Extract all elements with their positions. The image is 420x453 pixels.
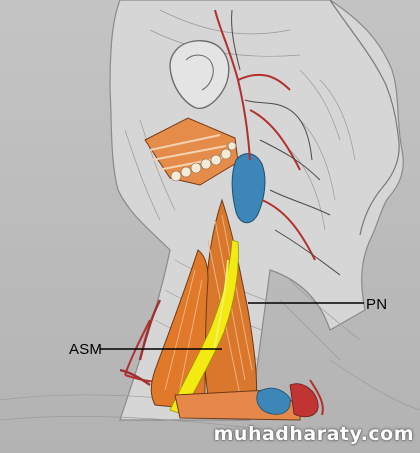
veins-dark: [231, 9, 341, 276]
asm-label: ASM: [69, 341, 103, 358]
site-watermark: muhadharaty.com: [213, 423, 414, 445]
gland-region: [144, 117, 239, 186]
clavicle-region: [174, 383, 319, 421]
internal-jugular-vein: [231, 153, 266, 224]
face-profile: [329, 0, 400, 236]
pn-label: PN: [366, 296, 388, 313]
ear: [169, 40, 230, 110]
tortuous-vessels: [119, 299, 162, 386]
